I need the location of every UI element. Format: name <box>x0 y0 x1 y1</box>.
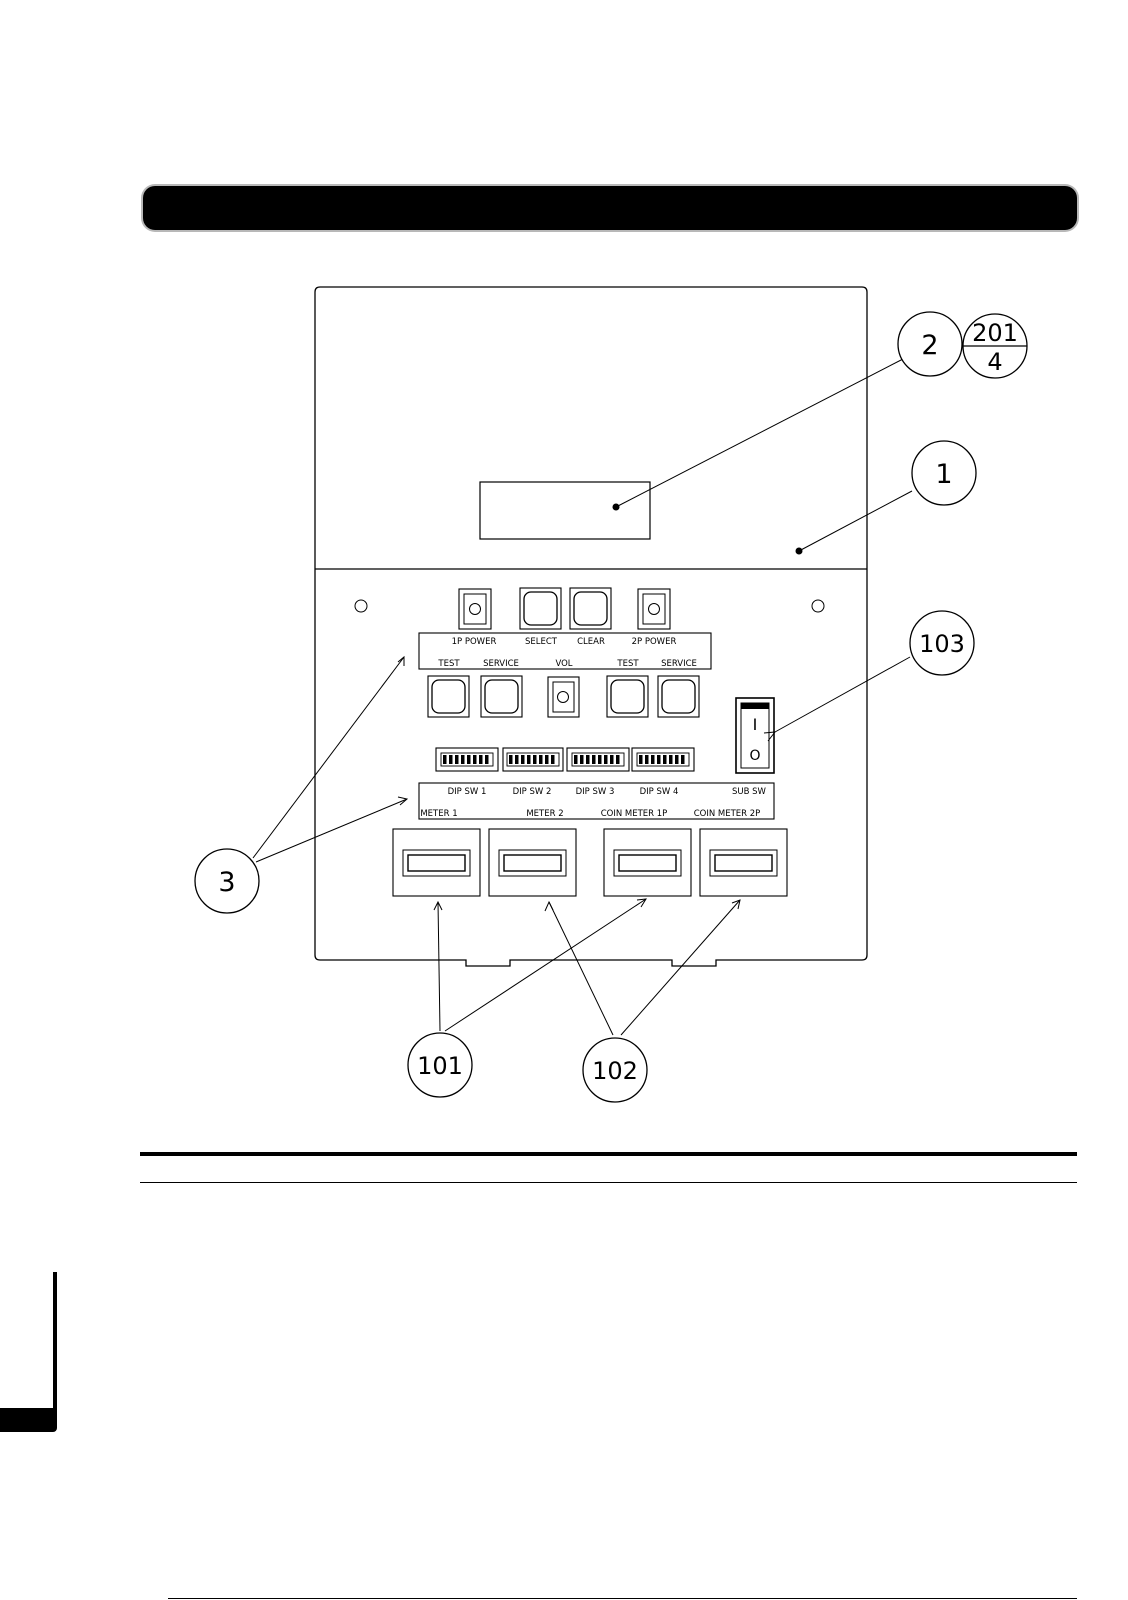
label-select: SELECT <box>525 637 558 647</box>
meter-1 <box>392 828 481 897</box>
label-service-right: SERVICE <box>661 659 697 669</box>
label-sub-sw: SUB SW <box>732 787 767 797</box>
label-test-left: TEST <box>437 659 460 669</box>
coin-meter-2p <box>699 828 788 897</box>
button-select[interactable] <box>519 587 562 630</box>
label-service-left: SERVICE <box>483 659 519 669</box>
label-vol: VOL <box>555 659 572 669</box>
callout-101: 101 <box>407 1032 473 1098</box>
label-meter-1: METER 1 <box>420 809 457 819</box>
callout-103: 103 <box>909 610 975 676</box>
meter-2 <box>488 828 577 897</box>
sub-switch-on-glyph: I <box>753 715 758 734</box>
sub-switch-rocker[interactable]: I O <box>735 697 775 774</box>
callout-3: 3 <box>194 848 260 914</box>
section-rule-top <box>140 1152 1077 1156</box>
label-1p-power: 1P POWER <box>452 637 497 647</box>
side-tab-marker <box>0 1408 57 1432</box>
label-clear: CLEAR <box>577 637 605 647</box>
label-meter-2: METER 2 <box>526 809 563 819</box>
footer-rule <box>168 1598 1077 1599</box>
svg-text:4: 4 <box>987 348 1002 376</box>
section-title-bar <box>143 186 1077 230</box>
label-dip-sw-4: DIP SW 4 <box>640 787 679 797</box>
svg-text:102: 102 <box>592 1057 638 1085</box>
side-tab-line <box>53 1272 57 1428</box>
mounting-hole-right <box>811 599 825 613</box>
panel-outline <box>314 286 868 967</box>
label-dip-sw-2: DIP SW 2 <box>513 787 552 797</box>
callout-1: 1 <box>911 440 977 506</box>
leader-lines <box>252 358 913 1036</box>
svg-text:1: 1 <box>935 459 952 490</box>
display-window <box>479 481 651 540</box>
callout-102: 102 <box>582 1037 648 1103</box>
sub-switch-off-glyph: O <box>749 748 760 764</box>
button-service-left[interactable] <box>480 675 523 718</box>
callout-2-reference: 201 4 <box>962 313 1028 379</box>
svg-text:2: 2 <box>921 330 938 361</box>
dip-switch-4[interactable] <box>631 747 695 772</box>
leader-arrowheads <box>397 655 777 912</box>
button-test-left[interactable] <box>427 675 470 718</box>
label-test-right: TEST <box>616 659 639 669</box>
svg-text:101: 101 <box>417 1052 463 1080</box>
dip-switch-1[interactable] <box>435 747 499 772</box>
dip-switch-3[interactable] <box>566 747 630 772</box>
label-coin-meter-2p: COIN METER 2P <box>694 809 761 819</box>
label-dip-sw-3: DIP SW 3 <box>576 787 615 797</box>
svg-text:3: 3 <box>218 867 235 898</box>
leader-dots <box>612 503 803 555</box>
button-service-right[interactable] <box>657 675 700 718</box>
label-coin-meter-1p: COIN METER 1P <box>601 809 668 819</box>
button-1p-power[interactable] <box>458 588 492 630</box>
button-2p-power[interactable] <box>637 588 671 630</box>
label-plate-lower <box>418 782 775 820</box>
coin-meter-1p <box>603 828 692 897</box>
knob-vol[interactable] <box>547 676 580 718</box>
button-clear[interactable] <box>569 587 612 630</box>
label-2p-power: 2P POWER <box>632 637 677 647</box>
callout-2: 2 <box>897 311 963 377</box>
mounting-hole-left <box>354 599 368 613</box>
label-plate-upper <box>418 632 712 670</box>
label-dip-sw-1: DIP SW 1 <box>448 787 487 797</box>
button-test-right[interactable] <box>606 675 649 718</box>
svg-text:103: 103 <box>919 630 965 658</box>
svg-text:201: 201 <box>972 319 1018 347</box>
dip-switch-2[interactable] <box>502 747 564 772</box>
section-rule-bottom <box>140 1182 1077 1183</box>
